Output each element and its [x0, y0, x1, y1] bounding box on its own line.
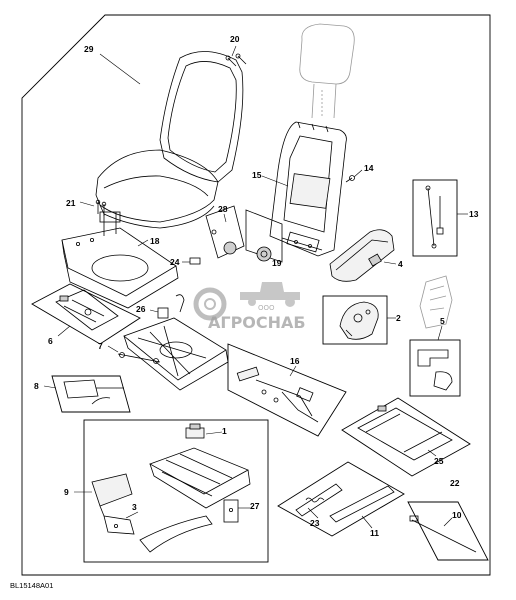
callout-4: 4: [398, 259, 403, 269]
outer-frame: [21, 14, 491, 576]
lower-base-frame: [149, 447, 251, 509]
callout-2: 2: [396, 313, 401, 323]
callout-14: 14: [364, 163, 374, 173]
watermark-tractor-icon: [240, 282, 300, 307]
callout-7: 7: [98, 341, 103, 351]
callout-23: 23: [310, 518, 320, 528]
callout-13: 13: [469, 209, 479, 219]
callout-16: 16: [290, 356, 300, 366]
watermark-gear-icon: [193, 287, 227, 321]
callout-26: 26: [136, 304, 146, 314]
callout-10: 10: [452, 510, 462, 520]
suspension-base: [123, 317, 229, 391]
watermark-top-text: ООО: [258, 304, 275, 312]
part-13-cable-kit: [425, 185, 444, 249]
callout-20: 20: [230, 34, 240, 44]
headrest-outline: [299, 23, 355, 119]
part-16-frame: [227, 343, 347, 437]
part-28-recliner-plate: [205, 205, 283, 263]
part-8-lever: [63, 379, 124, 405]
callout-15: 15: [252, 170, 262, 180]
part-2-frame: [322, 295, 388, 345]
part-25-slide-rails: [357, 405, 453, 461]
part-1-clamp: [185, 423, 205, 439]
part-10-cable: [409, 515, 477, 553]
part-14-screw: [345, 175, 355, 183]
part-6-frame: [31, 283, 141, 345]
part-2-lever-module: [339, 301, 379, 340]
part-19-pivot-bolt: [281, 231, 323, 253]
part-9-side-lever: [91, 473, 133, 517]
part-11-frame: [277, 461, 405, 537]
part-4-armrest: [329, 229, 395, 282]
callout-6: 6: [48, 336, 53, 346]
callout-29: 29: [84, 44, 94, 54]
part-29-seat-cushion: [95, 51, 244, 229]
watermark-main-text: АГРОСНАБ: [208, 313, 306, 332]
lower-assembly-frame: [83, 419, 269, 563]
agrosnab-watermark: ООО АГРОСНАБ: [193, 282, 306, 332]
callout-22: 22: [450, 478, 460, 488]
part-10-frame: [407, 501, 489, 561]
part-27-plate: [223, 499, 239, 523]
part-11-rail: [295, 483, 395, 523]
callout-5: 5: [440, 316, 445, 326]
callout-27: 27: [250, 501, 260, 511]
callout-11: 11: [370, 528, 379, 538]
callout-8: 8: [34, 381, 39, 391]
part-5-frame: [409, 339, 461, 397]
callout-28: 28: [218, 204, 228, 214]
callout-1: 1: [222, 426, 227, 436]
callout-19: 19: [272, 258, 282, 268]
part-3-lower-bracket: [103, 515, 135, 535]
document-id: BL15148A01: [10, 581, 53, 590]
part-26-clip: [157, 294, 185, 319]
part-6-slide-mechanism: [55, 289, 119, 331]
part-22-frame: [341, 397, 471, 477]
part-16-seat-belt: [236, 366, 319, 423]
callout-18: 18: [150, 236, 160, 246]
part-20-screws: [225, 53, 247, 67]
callout-21: 21: [66, 198, 76, 208]
part-7-linkage: [117, 352, 161, 364]
part-18-seat-pan: [61, 211, 179, 309]
part-8-frame: [51, 375, 131, 413]
part-24-bracket: [189, 257, 201, 265]
part-13-frame: [412, 179, 458, 257]
callout-9: 9: [64, 487, 69, 497]
callout-24: 24: [170, 257, 180, 267]
part-21-fasteners: [95, 199, 107, 216]
front-handle: [139, 515, 213, 553]
part-5-brackets: [417, 349, 453, 391]
callout-25: 25: [434, 456, 444, 466]
part-15-seat-back-frame: [269, 121, 347, 257]
lumbar-support-outline: [419, 275, 453, 329]
callout-3: 3: [132, 502, 137, 512]
